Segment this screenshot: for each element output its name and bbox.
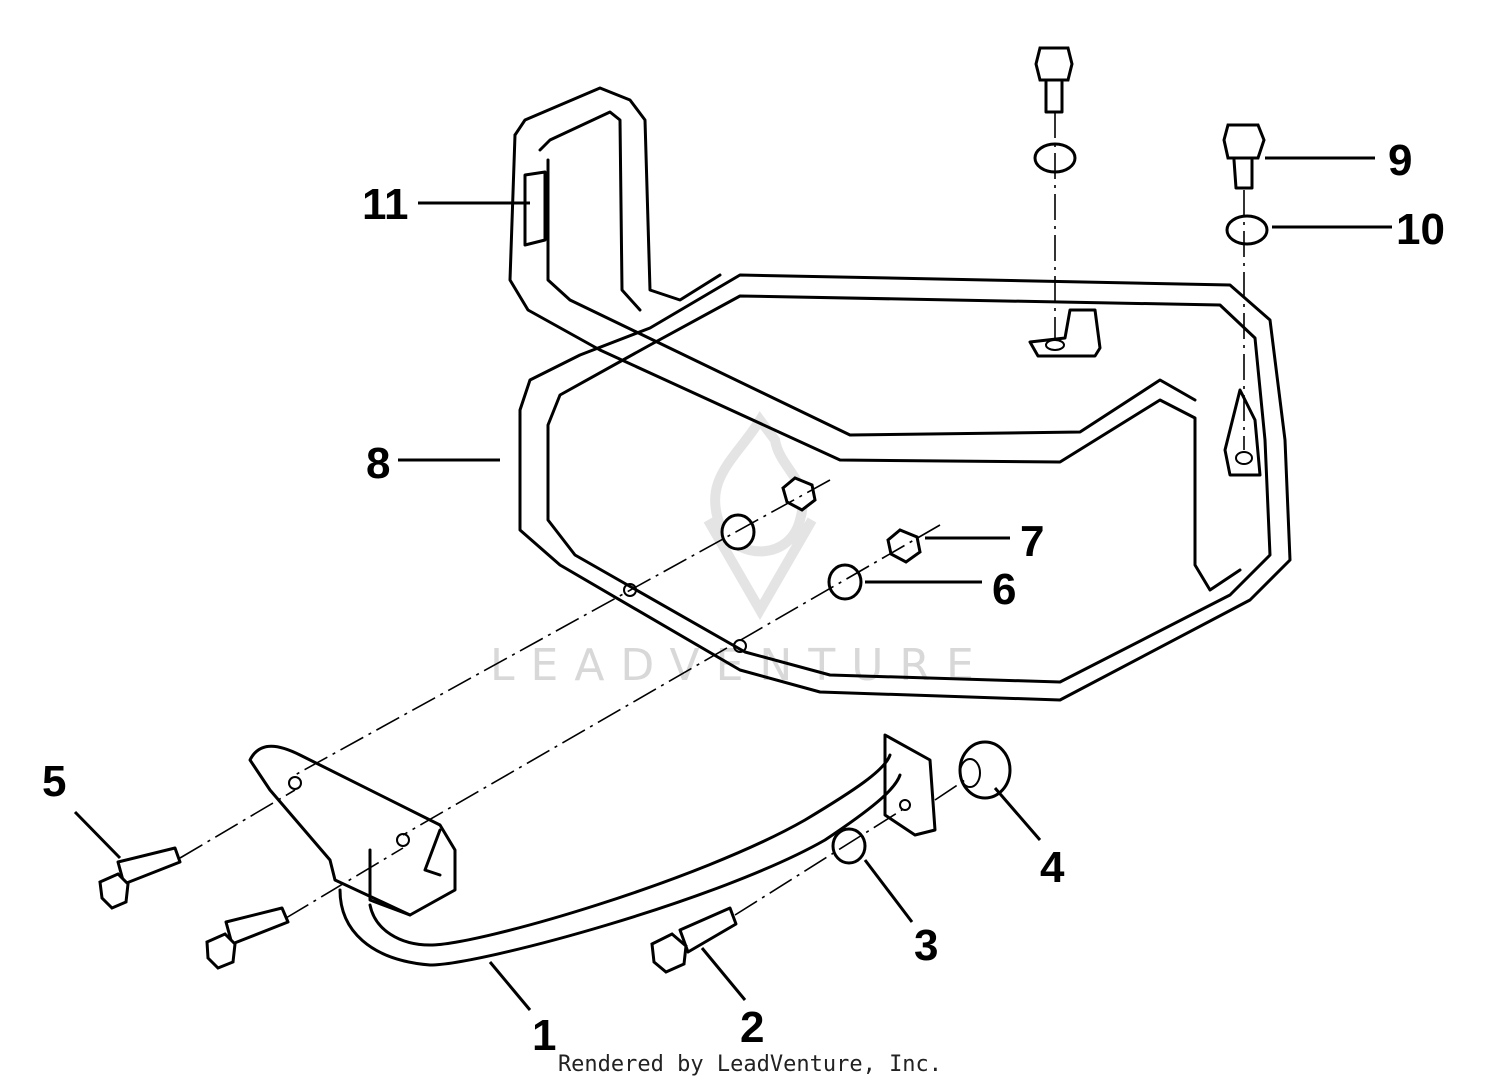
mounting-bracket <box>248 733 937 967</box>
callout-8: 8 <box>366 439 390 488</box>
bumper-guard-frame <box>508 86 1292 702</box>
callout-4: 4 <box>1040 843 1065 892</box>
fasteners <box>98 46 1269 974</box>
callout-1: 1 <box>532 1011 556 1060</box>
spacer <box>958 740 1012 800</box>
callout-5: 5 <box>42 757 66 806</box>
callout-6: 6 <box>992 565 1016 614</box>
callout-10: 10 <box>1396 205 1445 254</box>
footer-credit: Rendered by LeadVenture, Inc. <box>557 1052 943 1077</box>
callout-9: 9 <box>1388 136 1412 185</box>
leader-lines <box>73 156 1392 1011</box>
callout-3: 3 <box>914 921 938 970</box>
callout-labels: 1 2 3 4 5 6 7 8 9 10 11 <box>42 136 1445 1060</box>
watermark-flame-icon <box>703 411 817 620</box>
callout-11: 11 <box>362 180 409 229</box>
assembly-lines <box>179 112 1245 919</box>
callout-2: 2 <box>740 1003 764 1052</box>
callout-7: 7 <box>1020 517 1044 566</box>
